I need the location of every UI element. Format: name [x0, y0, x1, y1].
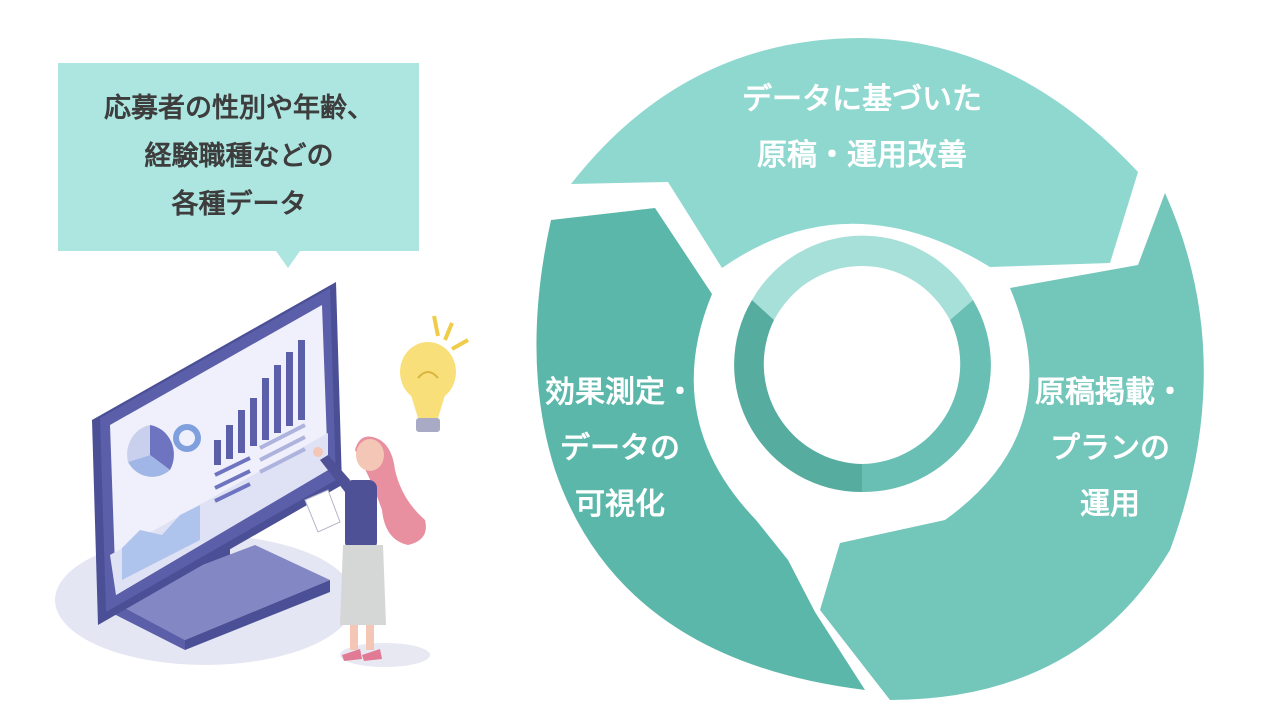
cycle-left-line-1: 効果測定・ [545, 375, 695, 410]
woman-figure [304, 436, 426, 661]
cycle-segment-left [536, 208, 865, 690]
pie-chart-icon [150, 425, 174, 470]
cycle-diagram [536, 38, 1204, 700]
cycle-segment-top [571, 38, 1138, 268]
callout-text: 応募者の性別や年齢、 経験職種などの 各種データ [60, 85, 418, 229]
cycle-left-line-3: 可視化 [575, 487, 665, 522]
analytics-illustration [55, 282, 469, 667]
cycle-label-right: 原稿掲載・ プランの 運用 [1010, 365, 1210, 533]
callout-line-1: 応募者の性別や年齢、 [104, 93, 374, 124]
callout-line-3: 各種データ [171, 189, 307, 220]
data-callout-bubble [58, 63, 419, 268]
floor-shadow-small [340, 643, 430, 667]
paper-icon [304, 489, 341, 533]
screen-content [122, 340, 306, 580]
callout-line-2: 経験職種などの [144, 141, 334, 172]
cycle-top-line-2: 原稿・運用改善 [757, 138, 967, 173]
donut-chart-icon [173, 424, 201, 452]
cycle-inner-ring [732, 234, 992, 494]
cycle-right-line-1: 原稿掲載・ [1035, 375, 1185, 410]
cycle-label-left: 効果測定・ データの 可視化 [520, 365, 720, 533]
area-chart-icon [122, 505, 200, 580]
text-lines-icon-2 [259, 423, 306, 474]
cycle-right-line-3: 運用 [1080, 487, 1140, 522]
cycle-left-line-2: データの [560, 431, 680, 466]
cycle-right-line-2: プランの [1050, 431, 1170, 466]
cycle-segment-right [820, 193, 1204, 700]
cycle-label-top: データに基づいた 原稿・運用改善 [692, 72, 1032, 184]
bar-chart-icon [214, 340, 305, 465]
light-bulb-icon [400, 315, 469, 432]
text-lines-icon [214, 456, 251, 503]
cycle-top-line-1: データに基づいた [742, 82, 982, 117]
